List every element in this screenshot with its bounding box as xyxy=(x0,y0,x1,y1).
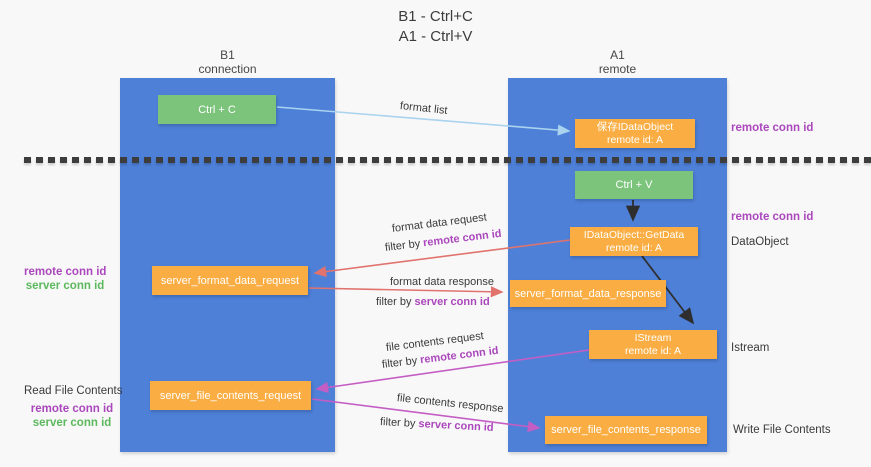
filter-by-text: filter by xyxy=(376,296,412,308)
remote-conn-id-text: remote conn id xyxy=(422,227,503,250)
server-file-contents-request-node: server_file_contents_request xyxy=(150,381,311,410)
clipboard-object-title: 保存IDataObject xyxy=(596,120,674,133)
format-list-label: format list xyxy=(399,100,449,117)
server-conn-id-text: server conn id xyxy=(414,296,490,308)
session-divider-line xyxy=(24,157,871,163)
filter-by-text: filter by xyxy=(384,237,421,254)
istream-side-label: Istream xyxy=(731,342,770,354)
istream-remote-id: remote id: A xyxy=(624,344,682,357)
left-column-header: B1 connection xyxy=(120,48,335,76)
format-data-response-arrow xyxy=(308,286,504,298)
dataobject-label: DataObject xyxy=(731,236,789,248)
file-contents-response-label: file contents response xyxy=(396,392,505,416)
server-format-data-response-node: server_format_data_response xyxy=(510,280,666,307)
getdata-node: IDataObject::GetData remote id: A xyxy=(570,227,698,256)
right-column-name: A1 xyxy=(610,48,625,62)
filter-by-text: filter by xyxy=(379,416,416,430)
read-file-contents-label: Read File Contents xyxy=(24,385,123,397)
title-line-2: A1 - Ctrl+V xyxy=(398,28,473,45)
getdata-title: IDataObject::GetData xyxy=(583,228,685,241)
server-file-contents-response-label: server_file_contents_response xyxy=(551,424,701,436)
server-format-data-response-label: server_format_data_response xyxy=(514,287,662,300)
left-bottom-server-conn-id-label: server conn id xyxy=(32,417,112,429)
right-mid-remote-conn-id-label: remote conn id xyxy=(731,211,814,223)
left-column-name: B1 xyxy=(220,48,235,62)
left-bottom-remote-conn-id-label: remote conn id xyxy=(30,403,114,415)
server-file-contents-response-node: server_file_contents_response xyxy=(545,416,707,444)
getdata-remote-id: remote id: A xyxy=(605,241,663,254)
left-remote-conn-id-label: remote conn id xyxy=(24,266,107,278)
diagram-title: B1 - Ctrl+C A1 - Ctrl+V xyxy=(0,7,871,47)
clipboard-object-node: 保存IDataObject remote id: A xyxy=(575,119,695,148)
ctrl-c-node: Ctrl + C xyxy=(158,95,276,124)
filter-by-text: filter by xyxy=(381,354,418,371)
istream-title: IStream xyxy=(634,331,672,344)
clipboard-object-remote-id: remote id: A xyxy=(606,133,664,146)
left-mid-conn-ids: remote conn id server conn id xyxy=(24,265,106,293)
istream-node: IStream remote id: A xyxy=(589,330,717,359)
server-format-data-request-node: server_format_data_request xyxy=(152,266,308,295)
server-conn-id-text: server conn id xyxy=(418,418,494,434)
write-file-contents-label: Write File Contents xyxy=(733,424,831,436)
server-file-contents-request-label: server_file_contents_request xyxy=(159,389,302,402)
title-line-1: B1 - Ctrl+C xyxy=(398,8,473,25)
ctrl-v-label: Ctrl + V xyxy=(615,179,653,191)
right-column-role: remote xyxy=(598,61,637,76)
ctrl-c-label: Ctrl + C xyxy=(198,103,236,116)
left-server-conn-id-label: server conn id xyxy=(25,280,105,292)
ctrl-v-node: Ctrl + V xyxy=(575,171,693,199)
left-column-role: connection xyxy=(198,61,257,76)
left-bottom-labels: Read File Contents remote conn id server… xyxy=(24,384,123,430)
right-top-remote-conn-id-label: remote conn id xyxy=(731,122,814,134)
right-column-header: A1 remote xyxy=(508,48,727,76)
server-format-data-request-label: server_format_data_request xyxy=(160,274,300,287)
format-data-response-label: format data response xyxy=(390,276,494,288)
